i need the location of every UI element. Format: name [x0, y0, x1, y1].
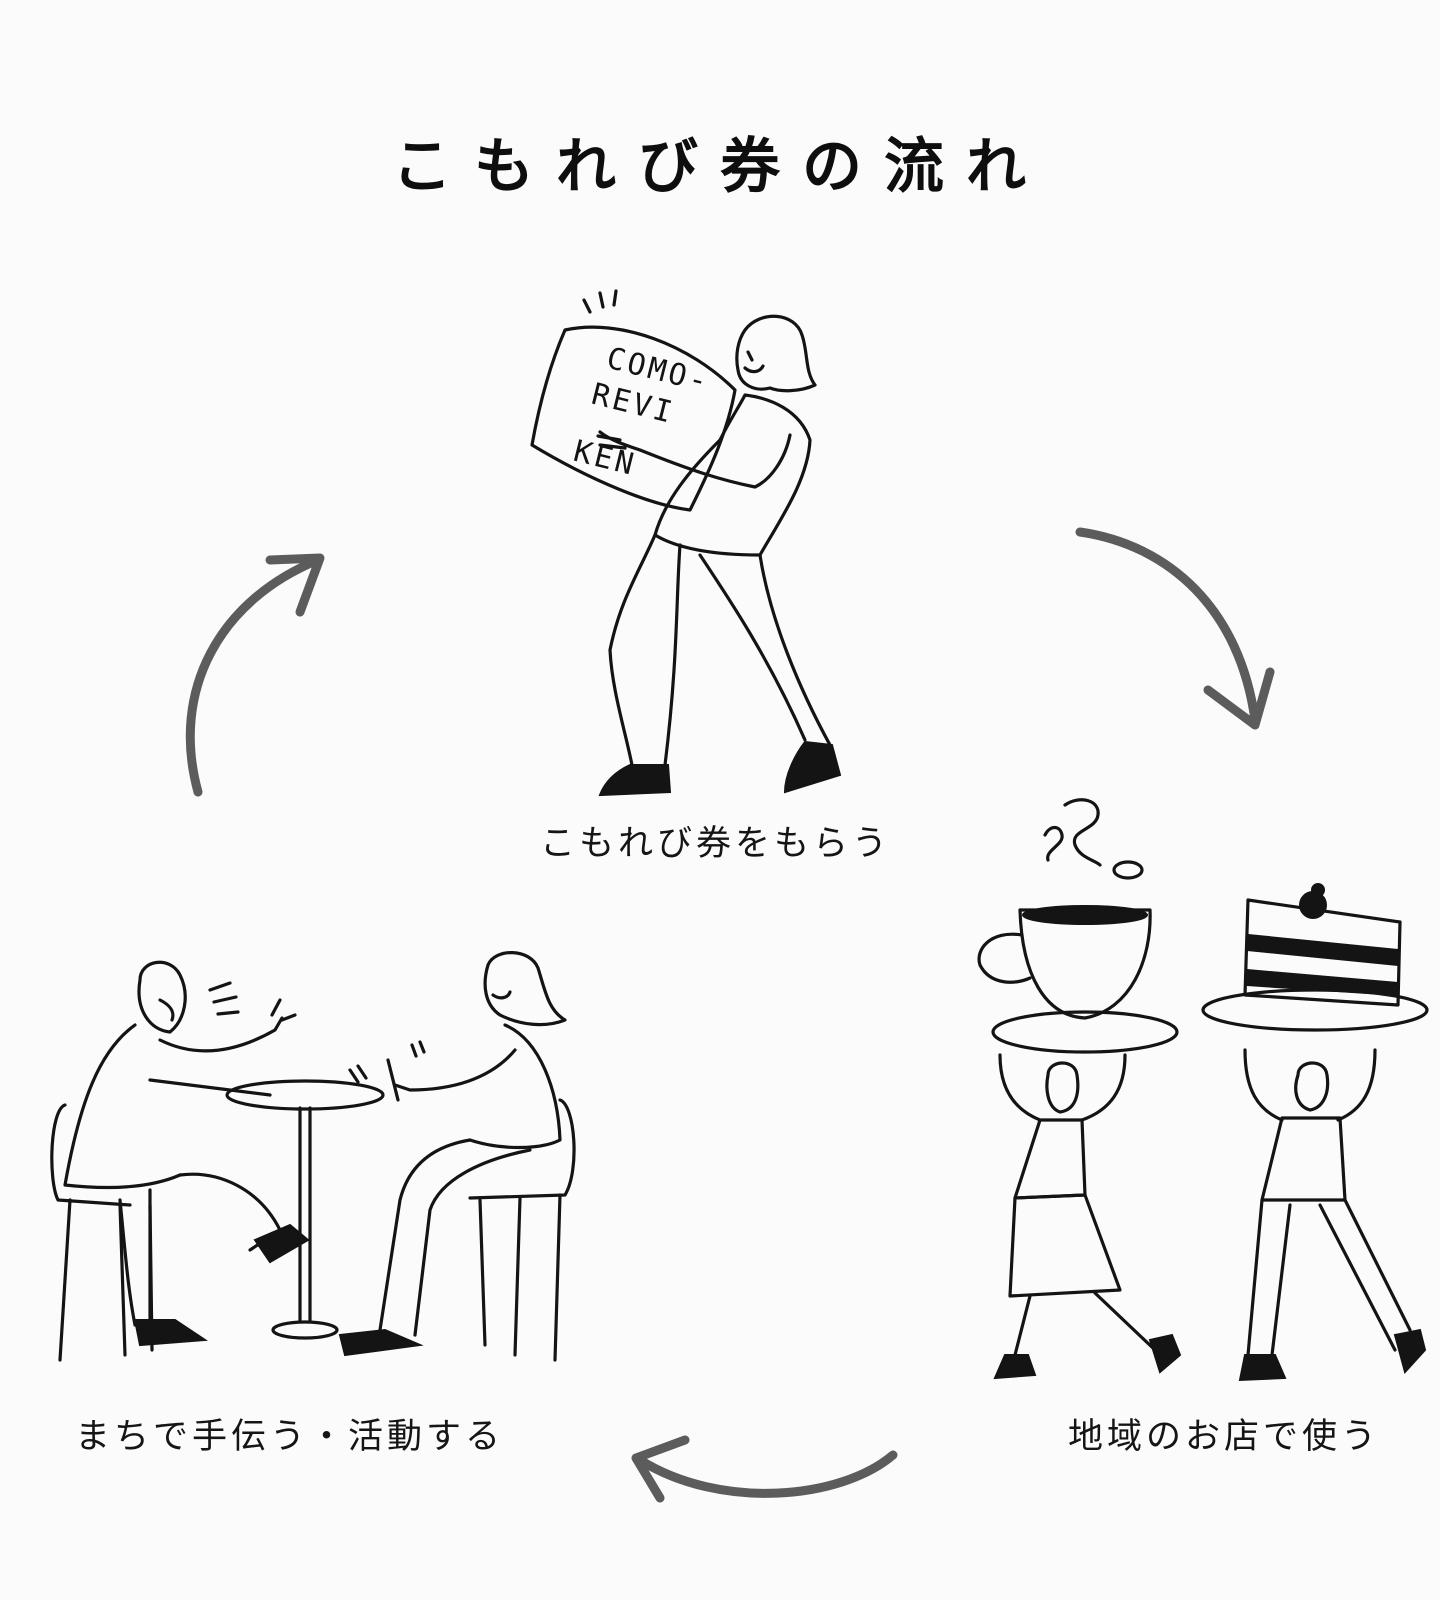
- people-carrying-coffee-and-cake-icon: [977, 798, 1429, 1382]
- sign-line3: KEN: [570, 434, 640, 483]
- page-title: こもれび券の流れ: [392, 132, 1048, 202]
- person-carrying-voucher-icon: COMO- REVI KEN: [530, 289, 842, 797]
- step-label-use-at-shops: 地域のお店で使う: [1068, 1417, 1381, 1457]
- arrow-bottom: [631, 1435, 898, 1503]
- people-talking-at-table-icon: [50, 951, 576, 1362]
- arrow-top-right: [1075, 527, 1275, 730]
- arrow-top-left: [185, 553, 325, 797]
- step-label-help-in-town: まちで手伝う・活動する: [75, 1417, 505, 1457]
- step-label-receive: こもれび券をもらう: [540, 824, 892, 864]
